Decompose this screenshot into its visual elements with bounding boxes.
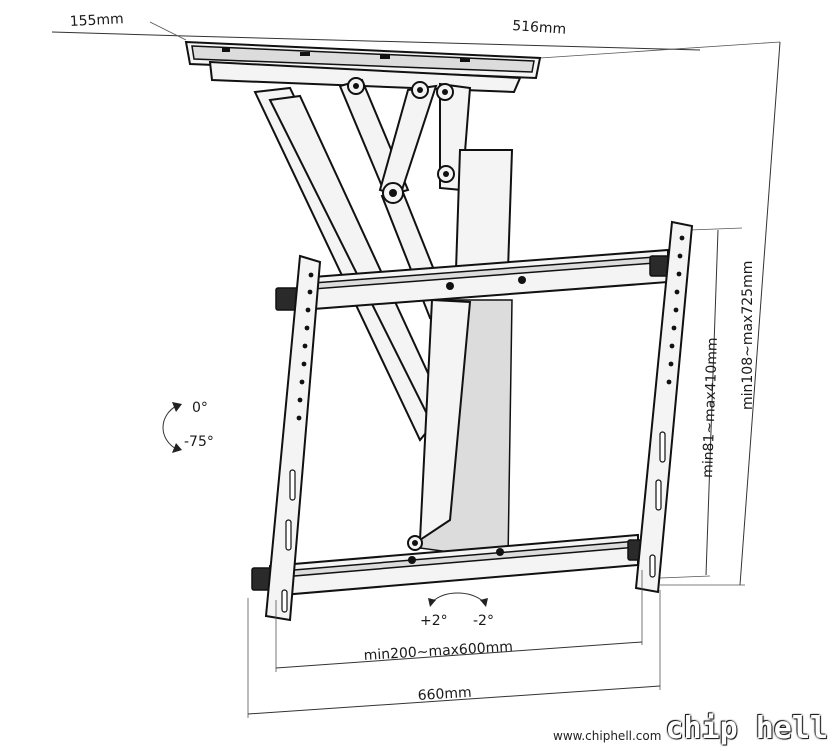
tilt-arrow-down-icon (172, 443, 182, 453)
overall-width-label: 660mm (417, 685, 472, 704)
rotate-left-label: +2° (420, 613, 448, 629)
left-vesa-arm (264, 254, 322, 622)
tilt-indicator: 0° -75° (162, 400, 214, 453)
total-height-label: min108~max725mm (740, 261, 756, 410)
tilt-top-label: 0° (192, 400, 208, 416)
rotate-arrow-left-icon (428, 598, 436, 607)
depth-dimension: 155mm (51, 11, 187, 41)
total-height-dimension: min108~max725mm (660, 41, 781, 586)
panel-height-dimension: min81~max410mm (659, 227, 743, 579)
right-vesa-arm (634, 220, 694, 594)
plate-length-label: 516mm (512, 18, 567, 38)
rotate-arrow-right-icon (480, 598, 488, 607)
tilt-arrow-up-icon (172, 402, 182, 412)
overall-width-dimension: 660mm (247, 590, 661, 718)
rotate-right-label: -2° (473, 613, 494, 629)
watermark-logo: chip hell (665, 711, 828, 746)
left-arm-holes (281, 272, 314, 613)
vesa-width-label: min200~max600mm (363, 639, 513, 664)
tilt-bottom-label: -75° (184, 434, 214, 450)
watermark-url: www.chiphell.com (553, 729, 662, 743)
rotation-indicator: +2° -2° (420, 592, 494, 629)
right-arm-holes (649, 235, 685, 578)
plate-length-dimension: 516mm (185, 18, 781, 59)
watermark: www.chiphell.com chip hell (553, 711, 828, 746)
bottom-rail (251, 533, 647, 598)
depth-label: 155mm (69, 11, 124, 30)
panel-height-label: min81~max410mm (700, 337, 721, 478)
